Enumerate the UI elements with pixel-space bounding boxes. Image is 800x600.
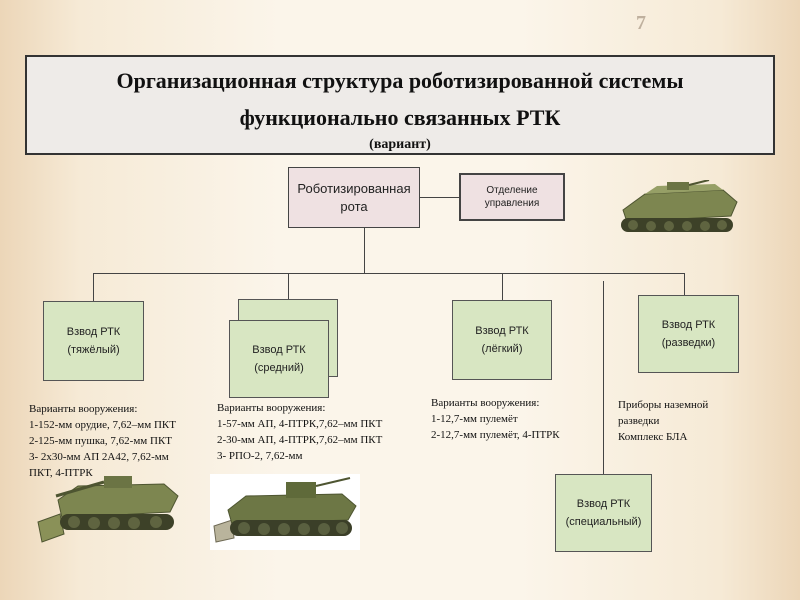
heavy-platoon-line1: Взвод РТК (66, 326, 121, 338)
title-line-2: функционально связанных РТК (239, 105, 561, 130)
light-armament-text: Варианты вооружения: 1-12,7-мм пулемёт 2… (431, 395, 560, 443)
light-armament-line: 2-12,7-мм пулемёт, 4-ПТРК (431, 429, 560, 441)
tracked-vehicle-icon (213, 477, 357, 543)
light-armament-line: 1-12,7-мм пулемёт (431, 413, 518, 425)
medium-vehicle-photo (210, 474, 360, 550)
medium-armament-text: Варианты вооружения: 1-57-мм АП, 4-ПТРК,… (217, 400, 382, 464)
medium-platoon-node: Взвод РТК (средний) (229, 320, 329, 398)
recon-platoon-line2: (разведки) (661, 337, 716, 349)
special-platoon-line2: (специальный) (565, 516, 642, 528)
title-line-1: Организационная структура роботизированн… (116, 68, 684, 93)
recon-equipment-line: Приборы наземной (618, 399, 709, 411)
connector-special (603, 281, 604, 474)
connector-horizontal (93, 273, 684, 274)
medium-armament-line: 1-57-мм АП, 4-ПТРК,7,62–мм ПКТ (217, 418, 383, 430)
medium-platoon-line2: (средний) (254, 362, 304, 374)
recon-platoon-node: Взвод РТК (разведки) (638, 295, 739, 373)
heavy-armament-text: Варианты вооружения: 1-152-мм орудие, 7,… (29, 401, 176, 481)
light-platoon-line2: (лёгкий) (481, 343, 523, 355)
title-box: Организационная структура роботизированн… (25, 55, 775, 155)
control-node-line2: управления (484, 198, 540, 209)
connector-company-down (364, 228, 365, 273)
connector-recon (684, 273, 685, 295)
heavy-armament-line: ПКТ, 4-ПТРК (29, 467, 93, 479)
recon-equipment-line: разведки (618, 415, 660, 427)
recon-equipment-text: Приборы наземной разведки Комплекс БЛА (618, 397, 708, 445)
page-number: 7 (636, 12, 646, 34)
company-node-line1: Роботизированная (297, 180, 411, 196)
connector-company-control (419, 197, 459, 198)
connector-medium (288, 273, 289, 299)
title-subtitle: (вариант) (369, 137, 431, 152)
control-node-line1: Отделение (486, 185, 538, 196)
heavy-armament-line: 1-152-мм орудие, 7,62–мм ПКТ (29, 419, 176, 431)
light-platoon-node: Взвод РТК (лёгкий) (452, 300, 552, 380)
light-armament-line: Варианты вооружения: (431, 397, 540, 409)
tracked-vehicle-icon (621, 180, 738, 232)
recon-equipment-line: Комплекс БЛА (618, 431, 688, 443)
connector-heavy (93, 273, 94, 301)
heavy-platoon-line2: (тяжёлый) (67, 344, 120, 356)
company-node: Роботизированная рота (288, 167, 420, 228)
medium-platoon-line1: Взвод РТК (252, 344, 306, 356)
special-platoon-node: Взвод РТК (специальный) (555, 474, 652, 552)
heavy-armament-line: 2-125-мм пушка, 7,62-мм ПКТ (29, 435, 172, 447)
medium-armament-line: 2-30-мм АП, 4-ПТРК,7,62–мм ПКТ (217, 434, 383, 446)
recon-platoon-line1: Взвод РТК (661, 319, 716, 331)
heavy-armament-line: Варианты вооружения: (29, 403, 138, 415)
medium-armament-line: Варианты вооружения: (217, 402, 326, 414)
company-node-line2: рота (340, 198, 368, 214)
light-platoon-line1: Взвод РТК (475, 325, 529, 337)
medium-armament-line: 3- РПО-2, 7,62-мм (217, 450, 303, 462)
heavy-platoon-node: Взвод РТК (тяжёлый) (43, 301, 144, 381)
special-platoon-line1: Взвод РТК (576, 498, 631, 510)
control-node: Отделение управления (459, 173, 565, 221)
tracked-vehicle-icon (37, 476, 179, 543)
connector-light (502, 273, 503, 300)
heavy-armament-line: 3- 2х30-мм АП 2А42, 7,62-мм (29, 451, 169, 463)
